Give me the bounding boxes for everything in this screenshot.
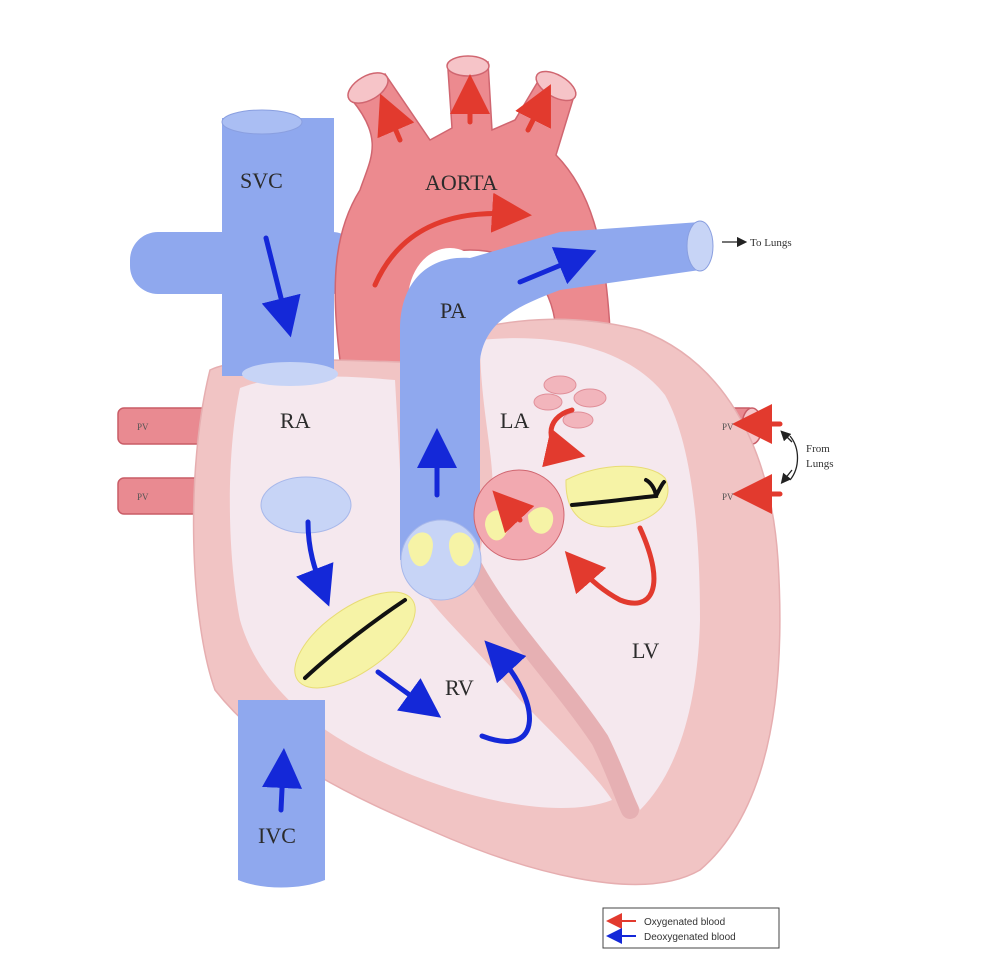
la-flow-arrow <box>542 407 586 468</box>
pv-label-right-top: PV <box>722 422 734 432</box>
aorta-branch-arrow-3 <box>515 84 551 133</box>
aorta-arch-arrow <box>372 192 532 288</box>
legend-deoxygenated: Deoxygenated blood <box>644 932 736 943</box>
tricuspid-valve <box>294 591 416 689</box>
aorta-label: AORTA <box>425 170 498 195</box>
superior-vena-cava <box>221 109 338 386</box>
pv-label-right-bottom: PV <box>722 492 734 502</box>
mitral-valve <box>565 465 669 528</box>
deoxygenated-flow-arrows <box>261 235 597 813</box>
annotation-arrows <box>722 236 799 485</box>
la-label: LA <box>500 408 529 433</box>
ra-flow-arrow <box>296 519 334 607</box>
septum <box>461 551 639 819</box>
pa-label: PA <box>440 298 466 323</box>
ra-label: RA <box>280 408 311 433</box>
lv-label: LV <box>632 638 659 663</box>
lv-flow-arrow <box>564 525 657 606</box>
rv-label: RV <box>445 675 474 700</box>
from-lungs-label-1: From <box>806 443 830 455</box>
pv-label-left-top: PV <box>137 422 149 432</box>
from-lungs-label-2: Lungs <box>806 458 834 470</box>
aorta-branch-arrow-1 <box>377 93 415 143</box>
to-lungs-label: To Lungs <box>750 237 792 249</box>
legend: Oxygenated blood Deoxygenated blood <box>602 907 780 949</box>
aortic-valve <box>473 469 565 561</box>
oxygenated-flow-arrows <box>372 74 783 606</box>
pulmonary-artery <box>400 220 714 560</box>
aortic-valve-arrow <box>492 490 535 534</box>
pa-flow-arrow <box>517 247 597 285</box>
pulmonary-valve <box>400 519 482 601</box>
svc-label: SVC <box>240 168 283 193</box>
rv-outflow-arrow <box>479 640 532 744</box>
svc-flow-arrow <box>261 235 301 338</box>
pv-label-left-bottom: PV <box>137 492 149 502</box>
ivc-flow-arrow <box>262 748 303 813</box>
la-vein-openings <box>533 375 607 429</box>
ivc-label: IVC <box>258 823 296 848</box>
legend-oxygenated: Oxygenated blood <box>644 917 725 928</box>
rv-inflow-arrow <box>375 669 442 718</box>
legend-box <box>602 907 780 949</box>
